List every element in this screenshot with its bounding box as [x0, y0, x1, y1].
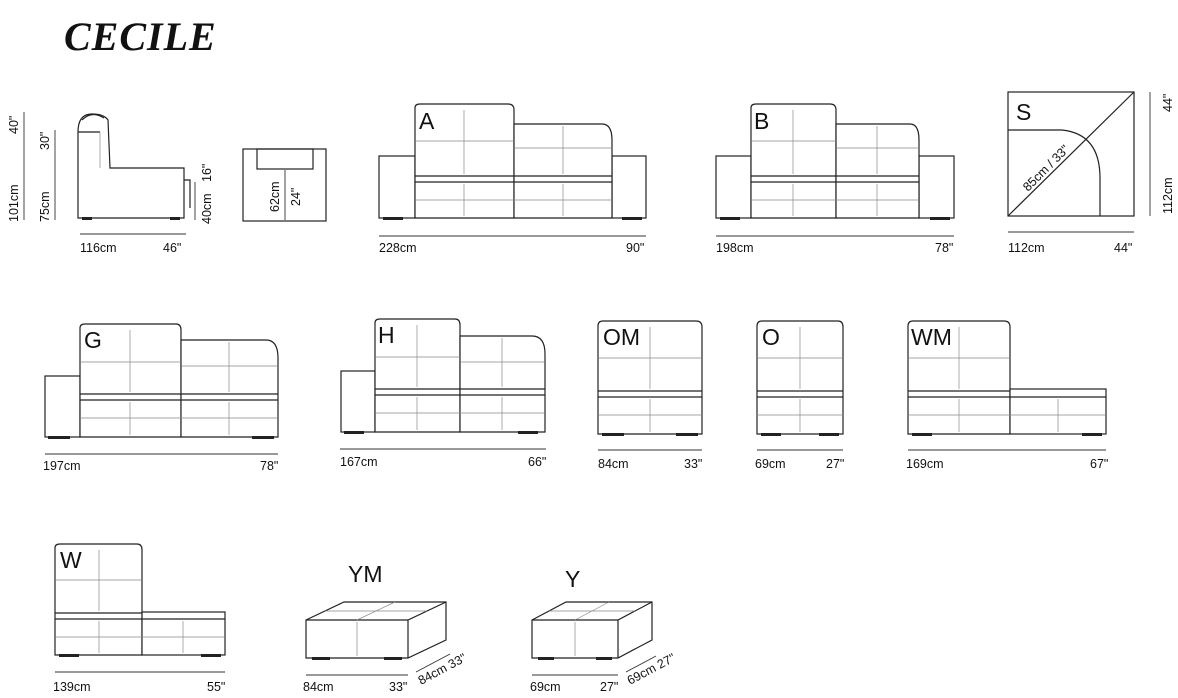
module-y: Y 69cm 27" 69cm 27": [530, 566, 678, 694]
module-g: G 197cm 78": [43, 323, 279, 473]
module-s-label: S: [1016, 99, 1031, 125]
dim-height-total-cm: 101cm: [7, 184, 21, 222]
module-s-width-cm: 112cm: [1008, 241, 1045, 255]
module-a-width-in: 90": [626, 241, 644, 255]
module-b-label: B: [754, 108, 769, 134]
module-h: H 167cm 66": [340, 318, 546, 469]
dim-seat-cm: 75cm: [38, 191, 52, 222]
module-ym: YM 84cm 33" 84cm 33": [303, 561, 469, 694]
module-s-height-cm: 112cm: [1161, 177, 1175, 214]
module-a-label: A: [419, 108, 435, 134]
module-g-label: G: [84, 327, 102, 353]
dim-height-total-in: 40": [7, 116, 21, 134]
dim-arm-cm: 62cm: [268, 181, 282, 212]
dim-arm-in: 24": [289, 188, 303, 206]
module-y-depth: 69cm 27": [625, 651, 678, 688]
module-h-width-in: 66": [528, 455, 546, 469]
module-s-height-in: 44": [1161, 94, 1175, 112]
module-h-label: H: [378, 322, 395, 348]
module-om-width-cm: 84cm: [598, 457, 629, 471]
dim-back-in: 30": [38, 132, 52, 150]
module-b-width-in: 78": [935, 241, 953, 255]
module-y-label: Y: [565, 566, 580, 592]
brand-logo: CECILE: [64, 14, 217, 59]
module-w-label: W: [60, 547, 82, 573]
module-o-width-cm: 69cm: [755, 457, 786, 471]
module-h-width-cm: 167cm: [340, 455, 378, 469]
side-view: 40" 101cm 30" 75cm 16" 40cm 116cm 46": [7, 112, 214, 255]
dim-seat-height-cm: 40cm: [200, 193, 214, 224]
module-wm-width-in: 67": [1090, 457, 1108, 471]
module-o-width-in: 27": [826, 457, 844, 471]
module-g-width-cm: 197cm: [43, 459, 81, 473]
module-om-label: OM: [603, 324, 640, 350]
dim-seat-in: 16": [200, 164, 214, 182]
module-ym-width-in: 33": [389, 680, 407, 694]
module-ym-width-cm: 84cm: [303, 680, 334, 694]
module-wm: WM 169cm 67": [906, 320, 1108, 471]
module-o: O 69cm 27": [755, 320, 844, 471]
module-o-label: O: [762, 324, 780, 350]
module-y-width-in: 27": [600, 680, 618, 694]
module-s: S 85cm / 33" 112cm 44" 44" 112cm: [1007, 91, 1175, 255]
module-w-width-cm: 139cm: [53, 680, 91, 694]
module-w: W 139cm 55": [53, 543, 226, 694]
module-ym-label: YM: [348, 561, 383, 587]
arm-view: 62cm 24": [242, 148, 327, 222]
module-om-width-in: 33": [684, 457, 702, 471]
module-wm-label: WM: [911, 324, 952, 350]
module-a: A 228cm 90": [378, 103, 647, 255]
module-a-width-cm: 228cm: [379, 241, 417, 255]
module-om: OM 84cm 33": [597, 320, 703, 471]
module-b: B 198cm 78": [715, 103, 955, 255]
module-g-width-in: 78": [260, 459, 278, 473]
module-s-width-in: 44": [1114, 241, 1132, 255]
module-y-width-cm: 69cm: [530, 680, 561, 694]
module-wm-width-cm: 169cm: [906, 457, 944, 471]
dim-depth-in: 46": [163, 241, 181, 255]
module-ym-depth: 84cm 33": [416, 651, 469, 688]
dim-depth-cm: 116cm: [80, 241, 117, 255]
module-w-width-in: 55": [207, 680, 225, 694]
module-b-width-cm: 198cm: [716, 241, 754, 255]
